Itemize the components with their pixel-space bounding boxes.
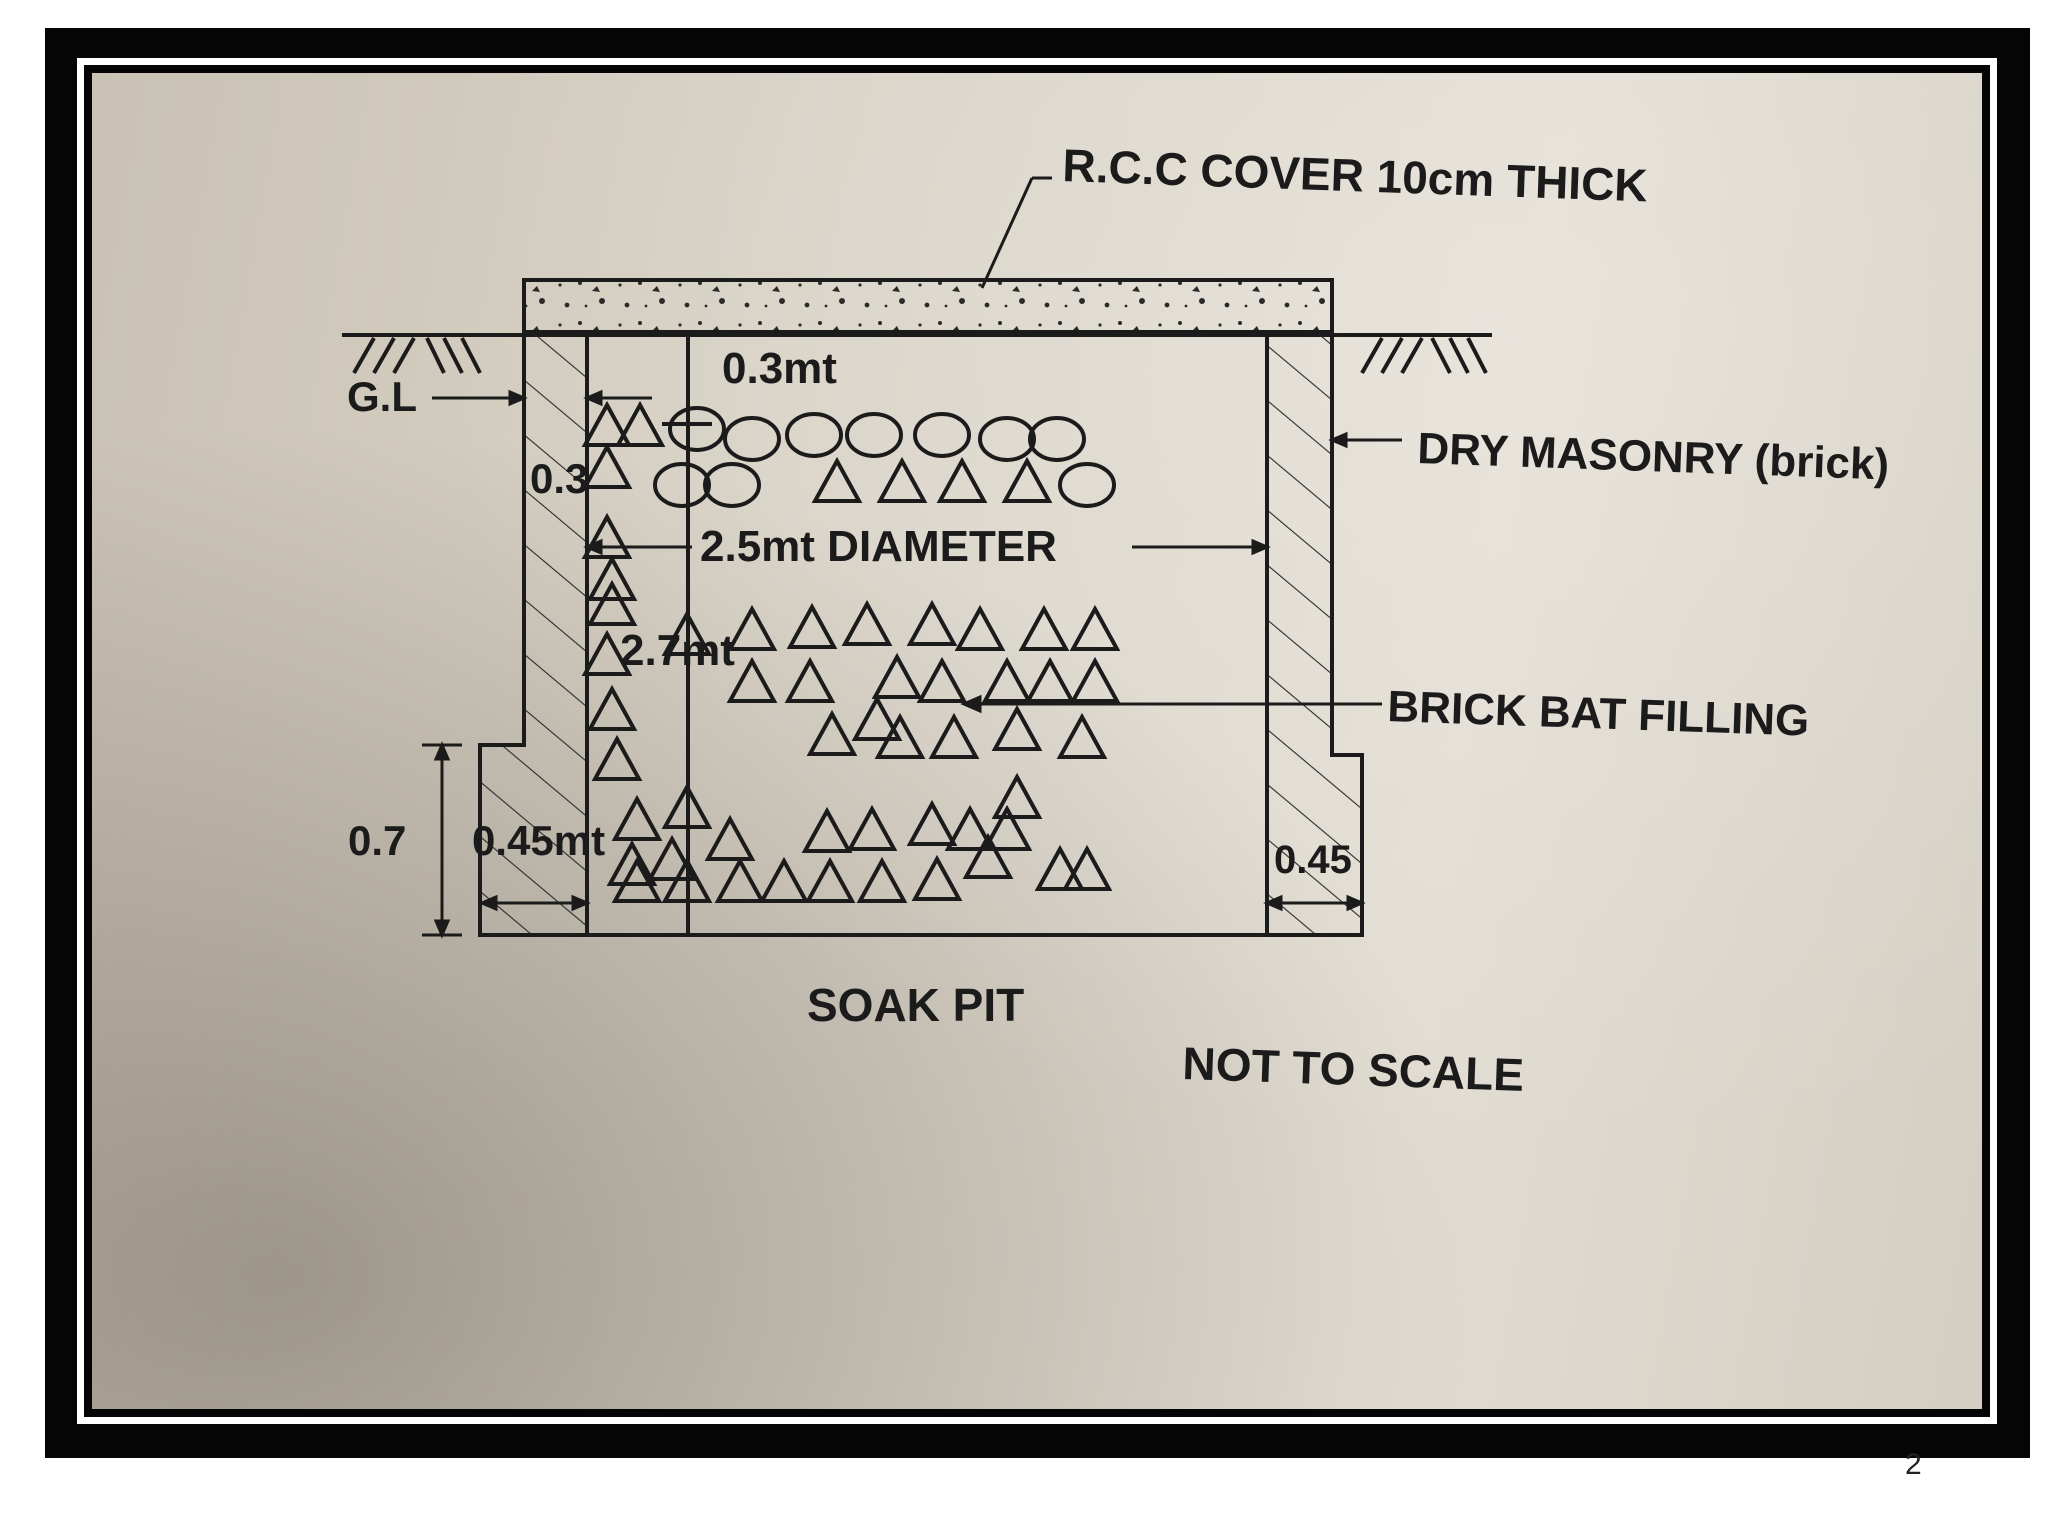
brick-bat-triangle [661,609,713,656]
footing-width-right-label: 0.45 [1274,838,1352,882]
brick-bat-triangle [991,704,1043,751]
brick-bat-triangle [1069,656,1121,703]
brick-bat-triangle [581,442,633,489]
brick-bat-triangle [581,629,633,676]
depth-label: 2.7mt [620,626,735,675]
brick-bat-triangle [661,856,713,903]
brick-bat-triangle [981,804,1033,851]
rcc-cover-label: R.C.C COVER 10cm THICK [1062,139,1649,211]
brick-bat-triangle [928,712,980,759]
brick-bat-triangle [586,554,638,601]
rcc-cover-slab [522,278,1334,334]
brick-bat-triangle [1056,712,1108,759]
brick-bat-triangle [811,456,863,503]
brick-bat-triangle [726,656,778,703]
ground-level-label: G.L [347,373,417,420]
brick-bat-triangle [851,694,903,741]
wall-top-thickness-label: 0.3 [530,455,588,502]
brick-bat-triangle [936,456,988,503]
brick-bat-triangle [954,604,1006,651]
scale-note: NOT TO SCALE [1182,1037,1525,1101]
soak-pit-diagram-photo: R.C.C COVER 10cm THICK G.L 0.3mt 0.3 DRY… [92,73,1982,1409]
brick-bat-triangle [581,512,633,559]
brick-bat-triangle [981,656,1033,703]
brick-bat-triangle [726,604,778,651]
brick-bat-triangle [841,599,893,646]
boulder-oval [978,416,1036,462]
boulder-oval [1058,462,1116,508]
top-gap-label: 0.3mt [722,344,837,393]
brick-bat-filling-label: BRICK BAT FILLING [1387,682,1810,746]
brick-bat-triangle [1018,604,1070,651]
brick-bat-triangle [714,856,766,903]
brick-bat-filling [581,400,1121,903]
page-number: 2 [1905,1448,1922,1481]
diagram-title: SOAK PIT [807,979,1024,1031]
brick-bat-triangle [944,804,996,851]
brick-bat-triangle [611,794,663,841]
brick-bat-triangle [906,599,958,646]
brick-bat-triangle [1061,844,1113,891]
boulder-oval [913,412,971,458]
brick-bat-triangle [846,804,898,851]
brick-bat-triangle [586,684,638,731]
masonry-walls [478,330,1364,937]
dimension-arrows [422,176,1402,939]
footing-height-label: 0.7 [348,817,406,864]
brick-bat-triangle [1001,456,1053,503]
brick-bat-triangle [591,734,643,781]
boulder-oval [1028,416,1086,462]
brick-bat-triangle [806,709,858,756]
brick-bat-triangle [661,782,713,829]
footing-width-left-label: 0.45mt [472,817,605,864]
boulder-oval [723,416,781,462]
diameter-label: 2.5mt DIAMETER [700,522,1057,571]
boulder-oval [653,462,711,508]
brick-bat-triangle [906,799,958,846]
brick-bat-triangle [911,854,963,901]
brick-bat-triangle [586,579,638,626]
brick-bat-triangle [1034,844,1086,891]
brick-bat-triangle [1069,604,1121,651]
brick-bat-triangle [962,832,1014,879]
soak-pit-diagram: R.C.C COVER 10cm THICK G.L 0.3mt 0.3 DRY… [342,139,1890,1101]
brick-bat-triangle [876,456,928,503]
boulder-oval [703,462,761,508]
brick-bat-triangle [856,856,908,903]
brick-bat-triangle [784,656,836,703]
boulder-oval [785,412,843,458]
brick-bat-triangle [871,652,923,699]
brick-bat-triangle [786,602,838,649]
boulder-oval [845,412,903,458]
brick-bat-triangle [804,856,856,903]
brick-bat-triangle [1024,656,1076,703]
brick-bat-triangle [758,856,810,903]
brick-bat-triangle [611,856,663,903]
brick-bat-triangle [874,712,926,759]
brick-bat-triangle [801,806,853,853]
brick-bat-triangle [991,772,1043,819]
brick-bat-triangle [916,656,968,703]
brick-bat-triangle [606,839,658,886]
dry-masonry-label: DRY MASONRY (brick) [1417,424,1890,489]
ground-hatch-left [352,337,482,374]
brick-bat-triangle [646,834,698,881]
brick-bat-triangle [704,814,756,861]
ground-hatch-right [1360,337,1488,374]
boulder-oval [668,406,726,452]
brick-bat-triangle [614,400,666,447]
